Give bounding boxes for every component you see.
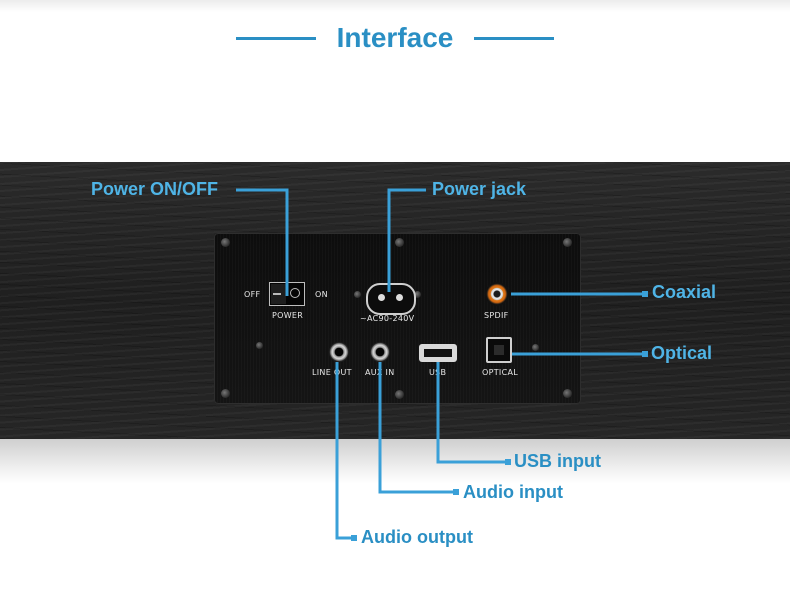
voltage-label: ~AC90-240V — [360, 314, 415, 323]
title-rule-right — [473, 36, 554, 40]
leader-power-jack — [387, 188, 426, 292]
optical-port[interactable] — [486, 337, 512, 363]
screw-icon — [414, 291, 421, 298]
leader-end-dot — [642, 351, 648, 357]
screw-icon — [221, 238, 230, 247]
screw-icon — [354, 291, 361, 298]
leader-usb — [436, 362, 508, 464]
screw-icon — [532, 344, 539, 351]
coaxial-port[interactable] — [485, 282, 509, 306]
leader-power-switch — [236, 188, 289, 296]
leader-end-dot — [453, 489, 459, 495]
screw-icon — [256, 342, 263, 349]
screw-icon — [221, 389, 230, 398]
switch-off-label: OFF — [244, 290, 261, 299]
callout-audio-output: Audio output — [361, 527, 473, 547]
leader-end-dot — [351, 535, 357, 541]
callout-power-jack: Power jack — [432, 179, 527, 199]
jack-pin-icon — [396, 294, 403, 301]
power-jack[interactable] — [366, 283, 416, 315]
switch-on-label: ON — [315, 290, 328, 299]
aux-in-port[interactable] — [370, 342, 390, 362]
jack-pin-icon — [378, 294, 385, 301]
line-out-port[interactable] — [329, 342, 349, 362]
leader-audio-output — [335, 362, 354, 540]
screw-icon — [395, 390, 404, 399]
line-out-label: LINE OUT — [312, 368, 352, 377]
power-label: POWER — [272, 311, 304, 320]
soundbar-shadow — [0, 439, 790, 484]
callout-coaxial: Coaxial — [652, 282, 717, 302]
spdif-label: SPDIF — [484, 311, 509, 320]
callout-audio-input: Audio input — [463, 482, 563, 502]
leader-end-dot — [505, 459, 511, 465]
header: Interface — [0, 18, 790, 58]
switch-off-mark-icon — [273, 293, 281, 295]
optical-label: OPTICAL — [482, 368, 518, 377]
callout-optical: Optical — [651, 343, 713, 363]
callout-power-switch: Power ON/OFF — [91, 179, 219, 199]
screw-icon — [563, 238, 572, 247]
title-rule-left — [236, 36, 317, 40]
page-title: Interface — [336, 22, 454, 53]
switch-on-mark-icon — [290, 288, 300, 298]
power-switch[interactable] — [269, 282, 305, 306]
screw-icon — [395, 238, 404, 247]
callout-usb-input: USB input — [514, 451, 601, 471]
top-divider — [0, 0, 790, 12]
leader-end-dot — [642, 291, 648, 297]
usb-port[interactable] — [419, 344, 457, 362]
leader-audio-input — [378, 362, 456, 494]
screw-icon — [563, 389, 572, 398]
